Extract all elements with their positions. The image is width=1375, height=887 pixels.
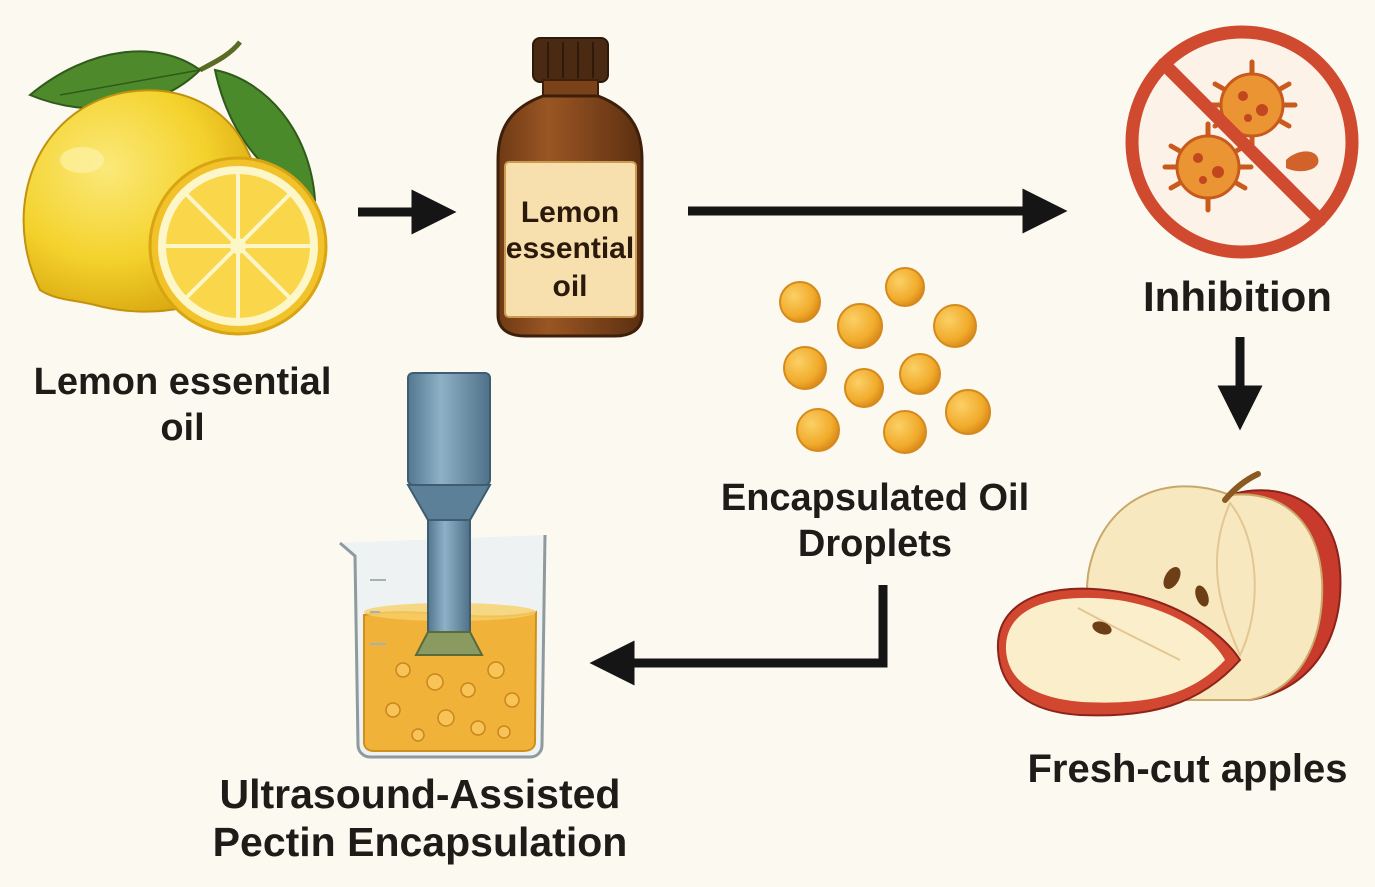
droplets-label: Encapsulated Oil Droplets — [690, 476, 1060, 567]
bottle-label-line-1: Lemon — [521, 196, 619, 229]
droplets-label-line-2: Droplets — [797, 522, 953, 565]
lemon-label: Lemon essential oil — [10, 360, 355, 451]
droplets-label-line-1: Encapsulated Oil — [720, 477, 1030, 519]
ultrasound-label: Ultrasound-Assisted Pectin Encapsulation — [170, 770, 670, 867]
arrow-droplets-to-ultrasound — [589, 585, 888, 686]
inhibition-label: Inhibition — [1143, 273, 1332, 320]
ultrasound-label-line-1: Ultrasound-Assisted — [219, 771, 621, 817]
lemon-label-line-2: oil — [160, 406, 205, 449]
lemon-icon — [22, 40, 328, 336]
microbe-icon — [1162, 121, 1254, 213]
oil-droplets-icon — [779, 267, 991, 454]
no-microbes-icon — [1125, 25, 1359, 259]
sliced-apple-icon — [996, 471, 1342, 717]
essential-oil-bottle-icon: Lemon essential oil — [496, 37, 644, 338]
lemon-label-line-1: Lemon essential — [33, 361, 332, 403]
bottle-label-line-3: oil — [553, 270, 588, 303]
apples-label: Fresh-cut apples — [1027, 747, 1348, 791]
ultrasound-beaker-icon — [339, 372, 547, 759]
ultrasound-label-line-2: Pectin Encapsulation — [212, 819, 628, 866]
bottle-label-line-2: essential — [506, 232, 634, 265]
